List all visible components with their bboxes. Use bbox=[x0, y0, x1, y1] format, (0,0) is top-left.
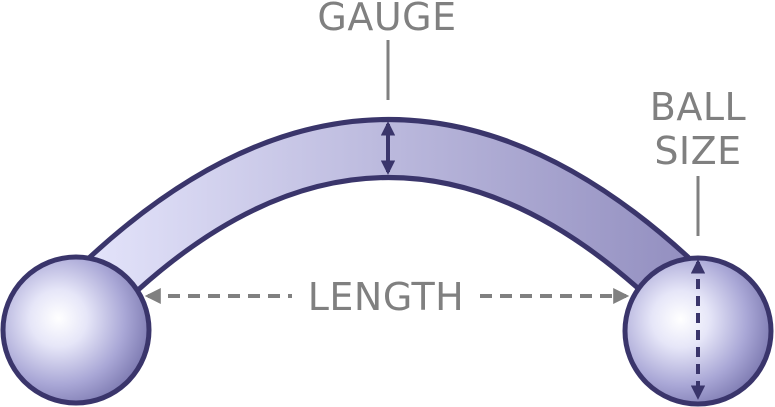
gauge-label: GAUGE bbox=[317, 0, 456, 39]
length-label: LENGTH bbox=[308, 275, 464, 319]
ball-size-label-line2: SIZE bbox=[654, 129, 741, 173]
left-ball bbox=[0, 254, 152, 406]
ball-size-label-line1: BALL bbox=[650, 85, 746, 129]
